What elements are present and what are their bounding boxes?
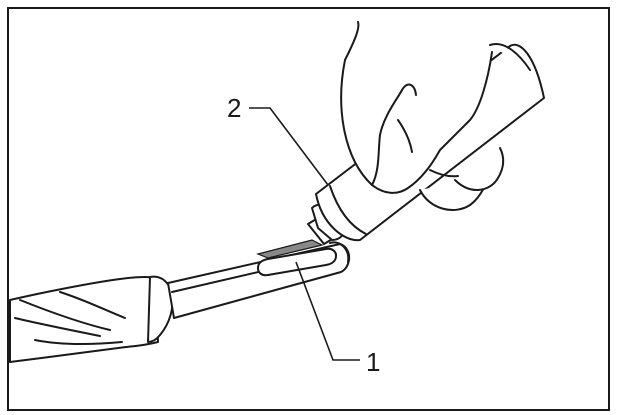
drill-bit-flute bbox=[14, 317, 101, 337]
drill-bit-flute bbox=[34, 339, 123, 346]
callout-1: 1 bbox=[295, 261, 380, 377]
callout-number: 1 bbox=[366, 347, 380, 377]
drill-bit-flute bbox=[59, 291, 126, 319]
grease-tube-seam bbox=[329, 185, 367, 235]
callout-number: 2 bbox=[227, 93, 241, 123]
hand bbox=[340, 21, 531, 211]
drill-bit bbox=[9, 241, 351, 363]
callout-2: 2 bbox=[227, 93, 329, 186]
drill-bit-groove bbox=[257, 247, 337, 277]
callout-leader-line bbox=[249, 107, 329, 186]
drill-bit-flute bbox=[19, 299, 111, 331]
drill-bit-collar bbox=[147, 275, 174, 343]
grease-applied bbox=[256, 239, 324, 259]
callout-leader-line bbox=[295, 261, 360, 361]
hand-finger-lower bbox=[454, 147, 505, 191]
hand-thumb bbox=[371, 83, 417, 186]
hand-knuckle-line bbox=[429, 169, 459, 178]
hand-back bbox=[344, 21, 531, 71]
hand-knuckle-line bbox=[397, 119, 413, 153]
drill-bit-tip bbox=[9, 275, 159, 363]
drill-bit-shank-end bbox=[329, 241, 350, 263]
